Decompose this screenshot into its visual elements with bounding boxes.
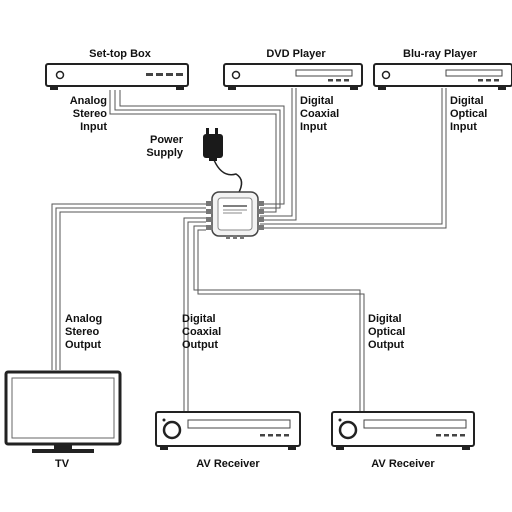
cable-converter-to-receiver-2 xyxy=(193,225,365,412)
label-line: Stereo xyxy=(73,108,108,120)
analog-stereo-input-label: Analog Stereo Input xyxy=(70,95,108,133)
bluray-disc-tray xyxy=(445,69,503,77)
label-line: Optical xyxy=(450,108,487,120)
dvd-buttons xyxy=(328,79,349,82)
analog-stereo-output-label: Analog Stereo Output xyxy=(65,313,102,351)
cable-converter-to-receiver-1 xyxy=(183,217,206,412)
av-receiver-2-volume-knob xyxy=(338,420,358,440)
power-adapter-icon xyxy=(203,128,223,161)
dvd-player xyxy=(223,63,363,90)
label-line: Coaxial xyxy=(182,326,221,338)
dvd-player-label: DVD Player xyxy=(266,48,326,60)
label-line: Digital xyxy=(450,95,484,107)
bluray-player xyxy=(373,63,512,90)
label-line: Output xyxy=(368,339,404,351)
cable-bluray-to-converter xyxy=(260,88,447,229)
av-receiver-2 xyxy=(331,411,475,450)
cable-power-to-converter xyxy=(213,159,243,195)
label-line: Analog xyxy=(65,313,102,325)
converter-ports-bottom xyxy=(226,235,244,239)
av-receiver-1-label: AV Receiver xyxy=(196,458,260,470)
tv xyxy=(4,370,122,453)
power-supply-label: Power Supply xyxy=(146,134,184,159)
av-receiver-1-display xyxy=(187,419,291,429)
converter-box xyxy=(206,191,264,239)
bluray-buttons xyxy=(478,79,499,82)
av-receiver-2-label: AV Receiver xyxy=(371,458,435,470)
settop-box xyxy=(45,63,189,90)
label-line: Stereo xyxy=(65,326,100,338)
av-receiver-1 xyxy=(155,411,301,450)
cable-dvd-to-converter xyxy=(260,88,297,221)
label-line: Input xyxy=(450,121,477,133)
av-receiver-1-volume-knob xyxy=(162,420,182,440)
converter-ports-right xyxy=(257,201,264,230)
digital-coaxial-input-label: Digital Coaxial Input xyxy=(300,95,339,133)
label-line: Digital xyxy=(368,313,402,325)
settop-box-buttons xyxy=(146,73,183,76)
tv-label: TV xyxy=(55,458,70,470)
cable-settop-to-converter xyxy=(109,90,285,213)
settop-box-label: Set-top Box xyxy=(89,48,152,60)
converter-ports-left xyxy=(206,201,213,230)
label-line: Power xyxy=(150,134,184,146)
cable-converter-to-tv xyxy=(51,203,206,370)
label-line: Output xyxy=(182,339,218,351)
av-receiver-1-buttons xyxy=(260,434,289,437)
label-line: Digital xyxy=(300,95,334,107)
label-line: Output xyxy=(65,339,101,351)
bluray-player-label: Blu-ray Player xyxy=(403,48,478,60)
av-receiver-2-buttons xyxy=(436,434,465,437)
label-line: Coaxial xyxy=(300,108,339,120)
dvd-disc-tray xyxy=(295,69,353,77)
label-line: Optical xyxy=(368,326,405,338)
digital-optical-input-label: Digital Optical Input xyxy=(450,95,487,133)
av-receiver-2-display xyxy=(363,419,467,429)
digital-coaxial-output-label: Digital Coaxial Output xyxy=(182,313,221,351)
label-line: Input xyxy=(300,121,327,133)
label-line: Input xyxy=(80,121,107,133)
label-line: Digital xyxy=(182,313,216,325)
digital-optical-output-label: Digital Optical Output xyxy=(368,313,405,351)
label-line: Analog xyxy=(70,95,107,107)
label-line: Supply xyxy=(146,147,184,159)
